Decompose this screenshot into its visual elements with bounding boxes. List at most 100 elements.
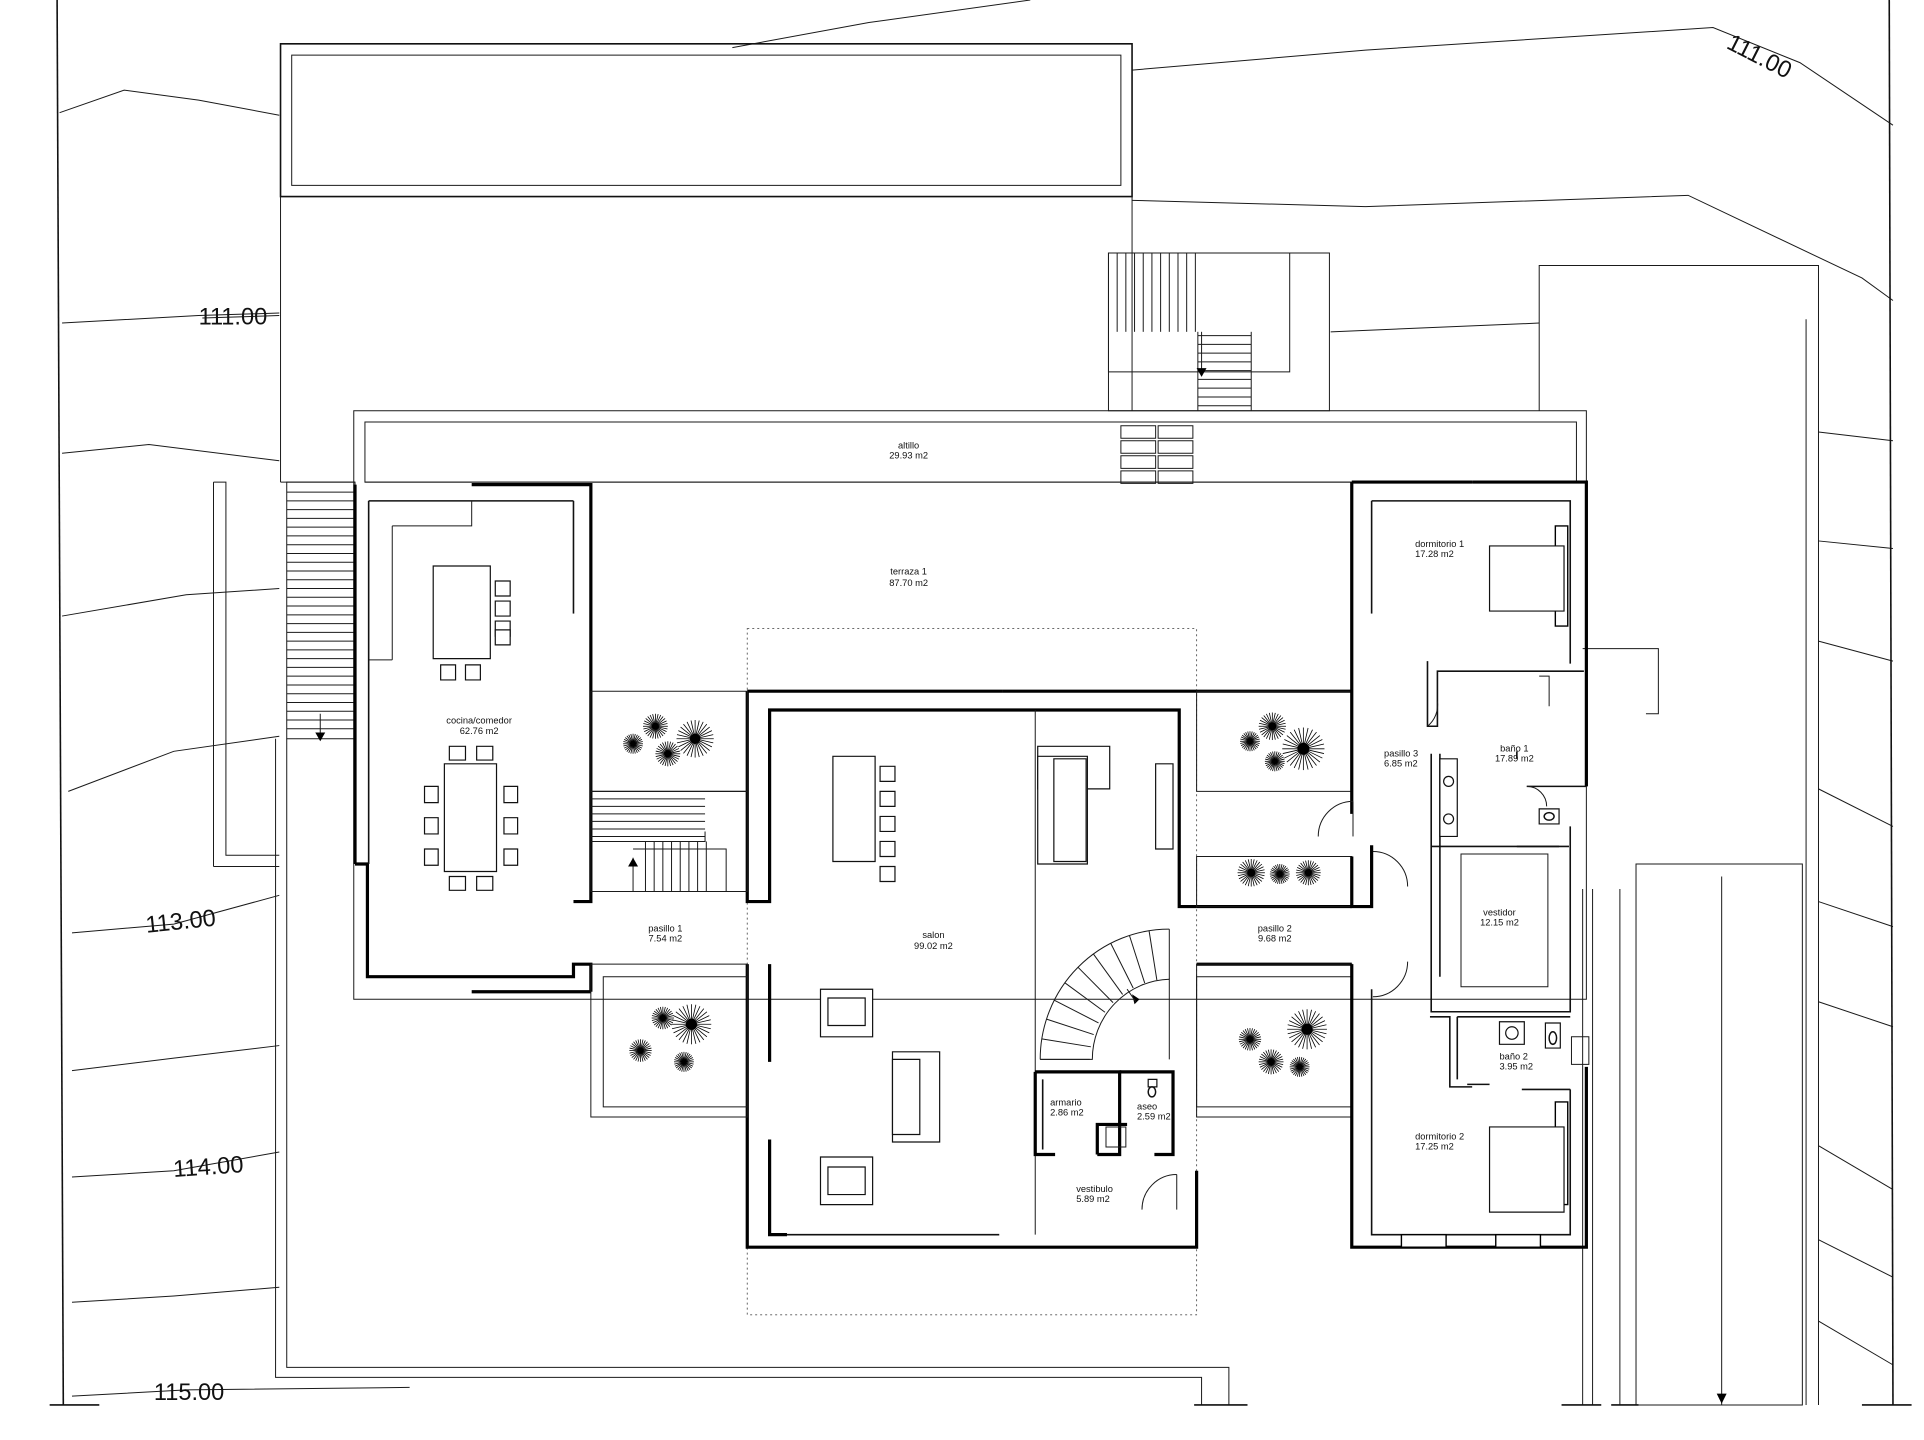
- room-area-dormitorio2: 17.25 m2: [1415, 1141, 1454, 1151]
- plant-icon: [1238, 859, 1265, 887]
- spiral-step: [1149, 931, 1157, 980]
- room-label-cocina: cocina/comedor: [446, 716, 512, 726]
- dining-chair: [477, 877, 493, 891]
- dining-chair: [425, 818, 439, 834]
- plant-icon: [1259, 712, 1286, 740]
- stool: [441, 665, 456, 680]
- stair-landing: [591, 831, 705, 841]
- plant-core: [1301, 1023, 1313, 1035]
- room-label-bano2: baño 2: [1499, 1051, 1527, 1061]
- plant-core: [1277, 871, 1283, 877]
- elevation-111-left: 111.00: [199, 304, 268, 330]
- spiral-step: [1111, 943, 1133, 988]
- terrace-outline: [354, 411, 1587, 1315]
- room-label-salon: salon: [922, 930, 944, 940]
- room-label-altillo: altillo: [898, 440, 919, 450]
- room-area-bano1: 17.89 m2: [1495, 753, 1534, 763]
- plant-core: [1267, 1058, 1275, 1066]
- elevation-113: 113.00: [144, 905, 217, 938]
- dining-chair: [504, 818, 518, 834]
- spiral-step: [1093, 954, 1122, 994]
- plant-icon: [1259, 1049, 1284, 1074]
- room-label-dormitorio2: dormitorio 2: [1415, 1131, 1464, 1141]
- room-label-pasillo1: pasillo 1: [648, 924, 682, 934]
- stool: [495, 601, 510, 616]
- stool: [880, 791, 895, 806]
- plant-core: [664, 750, 672, 758]
- right-structures: [1539, 265, 1818, 1404]
- plant-icon: [1296, 860, 1321, 885]
- room-labels: altillo 29.93 m2 terraza 1 87.70 m2 coci…: [446, 440, 1533, 1204]
- room-area-pasillo1: 7.54 m2: [649, 934, 683, 944]
- skylight-pane: [1121, 441, 1156, 454]
- room-label-dormitorio1: dormitorio 1: [1415, 539, 1464, 549]
- plant-core: [681, 1059, 687, 1065]
- room-label-armario: armario: [1050, 1098, 1082, 1108]
- room-area-pasillo3: 6.85 m2: [1384, 758, 1418, 768]
- service-rooms: [1035, 1072, 1173, 1155]
- skylight-pane: [1121, 471, 1156, 484]
- elevation-111-right: 111.00: [1723, 30, 1796, 85]
- spiral-step: [1047, 1019, 1094, 1034]
- room-label-vestibulo: vestibulo: [1076, 1184, 1113, 1194]
- dining-chair: [449, 877, 465, 891]
- plant-icon: [1290, 1057, 1310, 1077]
- dining-chair: [477, 746, 493, 760]
- plant-icon: [1265, 751, 1285, 771]
- room-label-aseo: aseo: [1137, 1101, 1157, 1111]
- plant-icon: [672, 1004, 712, 1044]
- room-label-bano1: baño 1: [1500, 743, 1528, 753]
- stool: [880, 867, 895, 882]
- plant-icon: [1240, 731, 1260, 751]
- plant-icon: [652, 1007, 674, 1030]
- stool: [880, 841, 895, 856]
- stool: [495, 581, 510, 596]
- room-area-cocina: 62.76 m2: [460, 726, 499, 736]
- plant-core: [1296, 1064, 1303, 1070]
- kitchen-block: [355, 485, 591, 992]
- plant-icon: [677, 720, 714, 758]
- pool: [281, 44, 1133, 482]
- room-area-dormitorio1: 17.28 m2: [1415, 549, 1454, 559]
- room-label-pasillo3: pasillo 3: [1384, 748, 1418, 758]
- dining-chair: [425, 849, 439, 865]
- room-area-salon: 99.02 m2: [914, 941, 953, 951]
- plant-core: [1247, 738, 1253, 745]
- plant-core: [637, 1047, 644, 1054]
- dining-chair: [449, 746, 465, 760]
- elevation-114: 114.00: [172, 1152, 244, 1183]
- stool: [465, 665, 480, 680]
- plant-icon: [655, 741, 680, 766]
- dining-chair: [504, 786, 518, 802]
- skylight-pane: [1121, 426, 1156, 439]
- dining-chair: [425, 786, 439, 802]
- room-area-terraza: 87.70 m2: [889, 578, 928, 588]
- room-area-aseo: 2.59 m2: [1137, 1111, 1171, 1121]
- spiral-step: [1129, 935, 1144, 983]
- plant-core: [1247, 868, 1256, 877]
- plant-icon: [1287, 1009, 1327, 1049]
- room-area-bano2: 3.95 m2: [1499, 1061, 1533, 1071]
- skylight-pane: [1121, 456, 1156, 469]
- skylight-pane: [1158, 471, 1193, 484]
- room-area-vestidor: 12.15 m2: [1480, 917, 1519, 927]
- stair-rail: [633, 849, 726, 892]
- plant-core: [1304, 869, 1312, 877]
- stool: [495, 630, 510, 645]
- spiral-staircase: [1040, 929, 1169, 1059]
- terrain-contours: [60, 0, 1893, 1396]
- skylight-pane: [1158, 426, 1193, 439]
- plant-core: [1246, 1036, 1254, 1043]
- skylight-pane: [1158, 456, 1193, 469]
- elevation-115: 115.00: [154, 1380, 224, 1406]
- plant-icon: [1282, 728, 1324, 771]
- spiral-step: [1042, 1039, 1091, 1047]
- plant-icon: [674, 1052, 694, 1072]
- plant-icon: [643, 714, 668, 739]
- site-boundary: [50, 0, 1912, 1405]
- room-area-armario: 2.86 m2: [1050, 1108, 1084, 1118]
- room-area-vestibulo: 5.89 m2: [1076, 1194, 1110, 1204]
- plant-core: [689, 733, 701, 745]
- doors: [1142, 701, 1547, 1209]
